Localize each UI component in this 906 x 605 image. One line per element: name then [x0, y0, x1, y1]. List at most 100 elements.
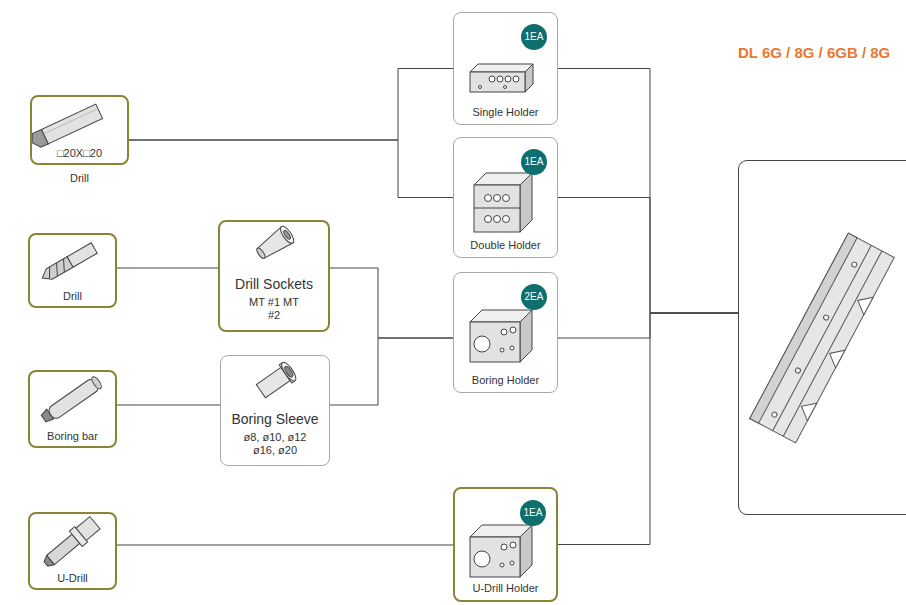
boring-holder-icon-part [470, 322, 520, 362]
tool-label: Boring bar [47, 430, 98, 443]
tool-label: Drill [30, 172, 129, 185]
gang-plate-illustration-part [853, 292, 873, 315]
u-drill-icon-part [42, 555, 54, 568]
gang-plate-illustration [750, 233, 895, 443]
u-drill-icon [40, 515, 102, 571]
twist-drill-icon-part [39, 257, 73, 283]
gang-plate-illustration-part [823, 314, 830, 321]
machine-plate-frame [738, 160, 906, 515]
boring-sleeve-icon-part [279, 360, 298, 383]
connector-line [558, 198, 738, 314]
holder-label: Single Holder [472, 106, 538, 119]
double-holder-icon-part [474, 208, 520, 209]
gang-plate-illustration-part [783, 251, 882, 436]
turning-tool-icon-part [41, 104, 102, 144]
boring-bar-icon [40, 375, 103, 425]
boring-sleeve-icon [255, 360, 299, 400]
u-drill-holder-icon-part [501, 544, 507, 550]
boring-holder-icon-part [520, 310, 532, 362]
adapter-node: Boring Sleeveø8, ø10, ø12 ø16, ø20 [220, 355, 330, 466]
u-drill-holder-icon-part [500, 563, 504, 567]
single-holder-icon-part [505, 76, 511, 82]
double-holder-icon-part [494, 195, 501, 202]
gang-plate-illustration-part [851, 261, 858, 268]
holder-label: U-Drill Holder [472, 582, 538, 595]
double-holder-icon-part [503, 216, 510, 223]
single-holder-icon-part [513, 76, 519, 82]
connector-line [330, 268, 453, 338]
single-holder-icon-part [479, 86, 482, 89]
gang-plate-illustration-part [750, 233, 895, 443]
u-drill-icon-part [76, 517, 100, 541]
boring-holder-icon [470, 310, 532, 362]
connector-line [558, 69, 738, 314]
double-holder-icon [474, 173, 532, 232]
single-holder-icon-part [470, 72, 525, 92]
single-holder-icon [470, 64, 533, 92]
drill-socket-icon-part [283, 230, 292, 240]
adapter-node: Drill Sockets MT #1 MT #2 [218, 220, 330, 332]
holder-label: Double Holder [470, 239, 540, 252]
turning-tool-icon-part [44, 109, 98, 134]
single-holder-icon-part [525, 64, 533, 92]
gang-plate-illustration-part [825, 345, 845, 368]
u-drill-holder-icon-part [520, 525, 532, 577]
boring-holder-icon-part [510, 346, 514, 350]
connector-line [117, 405, 220, 406]
double-holder-icon-part [485, 195, 492, 202]
base-node: DL 6G / 8G / 6GB / 8G [720, 40, 906, 515]
holder-node: 1EADouble Holder [453, 137, 558, 258]
drill-socket-icon-part [255, 227, 293, 262]
quantity-badge: 2EA [521, 284, 547, 310]
boring-sleeve-icon-part [283, 365, 294, 378]
drill-socket-icon [253, 224, 296, 262]
drill-socket-icon-part [255, 247, 266, 260]
u-drill-holder-icon-part [470, 537, 520, 577]
twist-drill-icon [39, 243, 97, 283]
boring-bar-icon-part [40, 409, 53, 423]
connector-line [117, 268, 218, 269]
holder-node: 2EA Boring Holder [453, 272, 558, 393]
u-drill-icon-part [47, 534, 80, 564]
tool-label: U-Drill [57, 572, 88, 585]
holder-label: Boring Holder [472, 374, 539, 387]
connector-line [129, 140, 453, 198]
tool-node: U-Drill [28, 512, 117, 590]
connector-line [558, 313, 738, 338]
u-drill-holder-icon-part [510, 542, 516, 548]
quantity-badge: 1EA [520, 500, 546, 526]
tool-node: Boring bar [28, 370, 117, 448]
gang-plate-illustration-part [795, 367, 802, 374]
double-holder-icon-part [494, 216, 501, 223]
boring-bar-icon-part [47, 377, 101, 421]
double-holder-icon-part [503, 195, 510, 202]
holder-node: 1EA Single Holder [453, 12, 558, 125]
boring-holder-icon-part [510, 327, 516, 333]
gang-plate-illustration-part [773, 245, 872, 430]
connector-line [330, 338, 453, 405]
single-holder-icon-part [504, 86, 507, 89]
connector-line [129, 69, 453, 141]
u-drill-holder-icon-part [510, 561, 514, 565]
boring-holder-icon-part [500, 348, 504, 352]
tool-box-frame: □20X□20 [30, 95, 129, 165]
twist-drill-icon-part [67, 243, 97, 267]
single-holder-icon-part [489, 76, 495, 82]
adapter-title: Boring Sleeve [231, 411, 318, 428]
single-holder-icon-part [470, 64, 533, 72]
twist-drill-icon-part [44, 259, 69, 280]
boring-holder-icon-part [501, 329, 507, 335]
double-holder-icon-part [485, 216, 492, 223]
drill-socket-icon-part [278, 224, 296, 245]
gang-plate-illustration-part [797, 398, 817, 421]
tool-label: □20X□20 [57, 147, 102, 160]
single-holder-icon-part [497, 76, 503, 82]
holder-node: 1EA U-Drill Holder [453, 487, 558, 602]
quantity-badge: 1EA [521, 24, 547, 50]
tool-node: Drill [28, 233, 117, 308]
adapter-title: Drill Sockets [235, 276, 313, 293]
gang-plate-illustration-part [771, 411, 778, 418]
machine-model-title: DL 6G / 8G / 6GB / 8G [738, 44, 890, 62]
adapter-sizes: MT #1 MT #2 [244, 296, 304, 322]
